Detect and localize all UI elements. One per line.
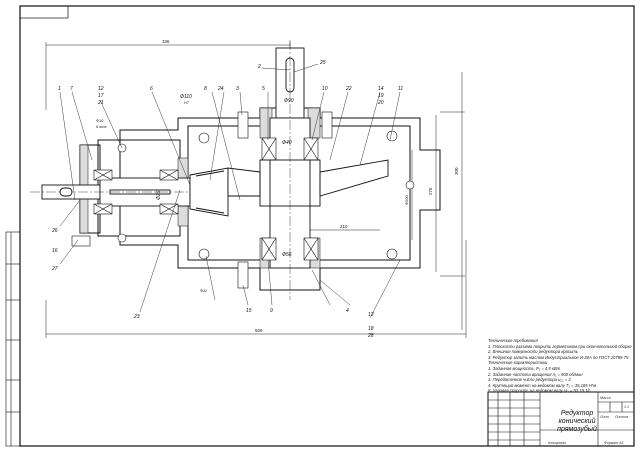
notes-heading-1: Технические требования	[488, 338, 538, 343]
title-block-copied: Копировал	[548, 441, 566, 445]
label-7: 7	[70, 86, 73, 92]
title-block-sheet: Лист	[600, 415, 610, 419]
label-14: 14	[378, 86, 384, 92]
bolts	[71, 111, 415, 289]
input-shaft	[30, 177, 260, 207]
bevel-wheel	[227, 159, 389, 207]
leader-lines	[59, 63, 401, 319]
label-18: 18	[368, 326, 374, 332]
label-1: 1	[58, 86, 61, 92]
dim-height-inner: 276	[428, 187, 433, 195]
notes-req-3: 3. Редуктор залить маслом Индустриальное…	[488, 354, 629, 360]
label-9: 9	[270, 308, 273, 314]
dim-vertical-mid: Ф200	[404, 195, 409, 205]
output-bearings	[261, 137, 319, 261]
fit-notes: Ф10 6 отв Ф11 H7	[96, 101, 207, 293]
dim-center-distance: 210	[340, 224, 348, 229]
label-4: 4	[346, 308, 349, 314]
notes-req-1: 1. Плоскости разъема покрыть герметиком …	[488, 343, 632, 349]
fit-note-4: H7	[184, 101, 190, 105]
label-25: 25	[319, 60, 326, 66]
label-16: 16	[52, 248, 58, 254]
fit-note-3: Ф11	[200, 289, 207, 293]
label-2: 2	[257, 64, 261, 70]
label-28: 28	[367, 333, 374, 339]
label-26: 26	[51, 228, 58, 234]
label-19: 19	[378, 93, 384, 99]
label-10: 10	[322, 86, 328, 92]
notes-char-5: 5. Угловая скорость на ведомом валу ω₂ =…	[488, 388, 591, 394]
part-labels: 1 7 12 17 21 6 Ф110 8 24 3 5 Ф90 10 22 1…	[51, 60, 403, 339]
title-block-sheets: Листов	[615, 415, 629, 419]
label-phi110: Ф110	[180, 94, 192, 100]
fit-note-1: Ф10	[96, 119, 104, 123]
label-15: 15	[246, 308, 252, 314]
label-phi25: Ф25	[156, 190, 162, 200]
label-22: 22	[345, 86, 352, 92]
notes-char-3: 3. Передаточное число редуктора u₁₂ = 3	[488, 377, 571, 383]
title-block-scale: 1:1	[624, 405, 629, 409]
top-left-stamp	[19, 5, 69, 19]
label-phi90: Ф90	[284, 98, 294, 104]
label-20: 20	[377, 100, 384, 106]
technical-notes: Технические требования 1. Плоскости разъ…	[488, 338, 632, 394]
label-8: 8	[204, 86, 207, 92]
label-13: 13	[368, 312, 374, 318]
label-17: 17	[98, 93, 104, 99]
input-bearings	[93, 169, 179, 215]
label-phi40: Ф40	[282, 140, 292, 146]
notes-heading-2: Технические характеристики	[488, 360, 548, 366]
label-23: 23	[133, 314, 140, 320]
label-12: 12	[98, 86, 104, 92]
title-block-format: Формат А1	[604, 441, 624, 445]
label-11: 11	[398, 86, 403, 92]
label-6: 6	[150, 86, 153, 92]
notes-req-2: 2. Внешние поверхности редуктора красить	[488, 349, 579, 355]
title-block-title: Редуктор конический прямозубый	[557, 410, 597, 433]
dim-height-outer: 300	[454, 167, 459, 175]
bevel-pinion	[189, 167, 229, 217]
label-3: 3	[236, 86, 239, 92]
label-5: 5	[262, 86, 265, 92]
label-phi56: Ф56	[282, 252, 292, 258]
output-shaft	[269, 40, 311, 300]
dim-overall-bottom: 506	[255, 328, 263, 333]
label-21: 21	[97, 100, 104, 106]
notes-char-4: 4. Крутящий момент на ведомом валу T₂ = …	[488, 382, 597, 388]
sheet-border	[19, 5, 635, 447]
title-block-mass: Масса	[600, 396, 611, 400]
notes-char-2: 2. Заданная частота вращения n₁ = 900 об…	[488, 371, 583, 377]
notes-char-1: 1. Заданная мощность, P₁ = 4,5 кВт	[488, 365, 561, 371]
left-margin-strip	[5, 231, 21, 447]
label-24: 24	[217, 86, 224, 92]
label-27: 27	[51, 266, 58, 272]
dim-overall-top: 336	[162, 39, 170, 44]
title-block	[487, 391, 635, 447]
fit-note-2: 6 отв	[96, 125, 106, 129]
